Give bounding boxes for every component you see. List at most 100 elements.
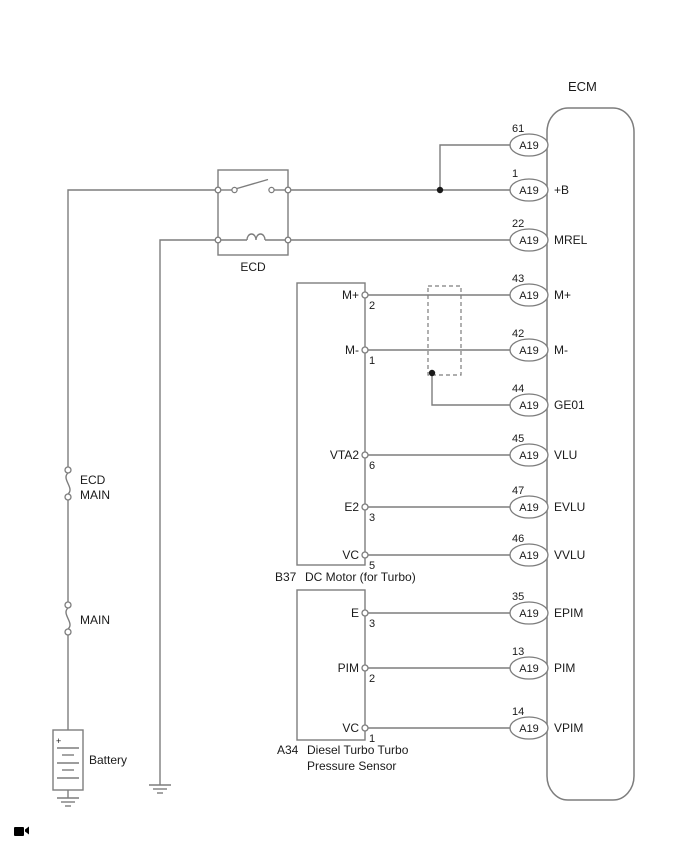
wires: [67, 144, 513, 798]
motor-pin-number: 3: [369, 512, 375, 524]
motor-pin-terminal: [361, 503, 369, 511]
ecm-pin-oval: [509, 601, 549, 625]
ecm-pin: 46 A19 VVLU: [509, 533, 585, 567]
ecm-pin-signal: +B: [554, 183, 569, 197]
sensor-pin-name: E: [351, 606, 359, 620]
fuse-terminal: [64, 493, 72, 501]
ecm-pin: 47 A19 EVLU: [509, 485, 585, 519]
motor-pin-number: 1: [369, 355, 375, 367]
ecm-pin-oval: [509, 133, 549, 157]
ecm-pin-number: 45: [512, 433, 524, 445]
relay-terminal: [214, 186, 222, 194]
ecm-pin-oval: [509, 393, 549, 417]
motor-pin-terminal: [361, 291, 369, 299]
fuse-label: ECD: [80, 473, 106, 487]
battery-outline: [52, 729, 84, 791]
ecm-pin-oval: [509, 716, 549, 740]
fuse-element: [65, 472, 71, 495]
video-camera-body: [14, 827, 24, 836]
ecm-pin-signal: EVLU: [554, 500, 585, 514]
dc-motor-outline: [296, 282, 366, 566]
motor-pin: M+ 2: [342, 288, 375, 312]
motor-pin-number: 5: [369, 560, 375, 572]
pressure-sensor-code: A34: [277, 743, 299, 757]
ecm-pin: 35 A19 EPIM: [509, 591, 583, 625]
sensor-pin: E 3: [351, 606, 375, 630]
sensor-pin-terminal: [361, 664, 369, 672]
sensor-pin-terminal: [361, 609, 369, 617]
ecm-pin-connector: A19: [519, 608, 539, 620]
pressure-sensor-name: Pressure Sensor: [307, 759, 396, 773]
battery-label: Battery: [89, 753, 127, 767]
sensor-pin: PIM 2: [338, 661, 375, 685]
ecm-pin-oval: [509, 228, 549, 252]
ecm-pin-number: 14: [512, 706, 524, 718]
ecm-pin-oval: [509, 283, 549, 307]
ecm-pin: 14 A19 VPIM: [509, 706, 583, 740]
relay-switch-blade: [236, 178, 269, 190]
ecm-pin: 13 A19 PIM: [509, 646, 575, 680]
ground-symbol-battery: [57, 797, 79, 807]
ecm-pin-number: 42: [512, 328, 524, 340]
ecm-pin: 22 A19 MREL: [509, 218, 588, 252]
motor-pin: E2 3: [344, 500, 375, 524]
ecm-pin: 45 A19 VLU: [509, 433, 577, 467]
relay-label: ECD: [240, 260, 266, 274]
motor-pin-number: 2: [369, 300, 375, 312]
ecm-pin-number: 46: [512, 533, 524, 545]
ecm: ECM 61 A19 1 A19 +B 22 A19 MREL 43 A19 M…: [509, 79, 635, 801]
ecm-pin-connector: A19: [519, 723, 539, 735]
fuse-terminal: [64, 466, 72, 474]
fuse-terminal: [64, 601, 72, 609]
motor-pin: VTA2 6: [330, 448, 375, 472]
ecm-pin-connector: A19: [519, 550, 539, 562]
ecm-pin-connector: A19: [519, 502, 539, 514]
ecm-pin-connector: A19: [519, 235, 539, 247]
video-camera-icon[interactable]: [14, 826, 29, 837]
ecm-pin-connector: A19: [519, 345, 539, 357]
ecm-pin-connector: A19: [519, 290, 539, 302]
motor-pin-terminal: [361, 346, 369, 354]
motor-pin-name: M-: [345, 343, 359, 357]
ecm-pin-signal: GE01: [554, 398, 585, 412]
ecm-pin: 44 A19 GE01: [509, 383, 585, 417]
dc-motor: M+ 2 M- 1 VTA2 6 E2 3 VC 5 B37 DC Motor …: [275, 282, 416, 584]
sensor-pin-number: 3: [369, 618, 375, 630]
fusible-link-main: MAIN: [64, 601, 110, 636]
wire-coil-to-ground: [159, 239, 218, 785]
dc-motor-name: DC Motor (for Turbo): [305, 570, 416, 584]
fuse-element: [65, 607, 71, 630]
relay-contact: [231, 186, 238, 194]
fuse-label: MAIN: [80, 488, 110, 502]
ecm-pin-number: 1: [512, 168, 518, 180]
dc-motor-code: B37: [275, 570, 297, 584]
ecm-pin-number: 43: [512, 273, 524, 285]
ecm-pin-connector: A19: [519, 185, 539, 197]
shield-junction-dot: [428, 369, 436, 377]
ecm-pin-signal: EPIM: [554, 606, 583, 620]
relay-terminal: [284, 236, 292, 244]
ecm-pin-signal: VVLU: [554, 548, 585, 562]
ecm-pin-oval: [509, 495, 549, 519]
video-camera-lens: [25, 826, 29, 835]
battery: + Battery: [52, 729, 127, 791]
motor-pin-name: M+: [342, 288, 359, 302]
motor-pin-number: 6: [369, 460, 375, 472]
ecm-pin-signal: M-: [554, 343, 568, 357]
pressure-sensor-name: Diesel Turbo Turbo: [307, 743, 409, 757]
ecm-pin: 1 A19 +B: [509, 168, 569, 202]
ecm-pin-connector: A19: [519, 400, 539, 412]
ecm-pin: 61 A19: [509, 123, 549, 157]
motor-pin: M- 1: [345, 343, 375, 367]
motor-pin-name: VC: [342, 548, 359, 562]
ecm-pin-signal: PIM: [554, 661, 575, 675]
motor-pin-terminal: [361, 451, 369, 459]
relay-outline: [217, 169, 289, 256]
ecm-pin-signal: VPIM: [554, 721, 583, 735]
ecm-pin-signal: MREL: [554, 233, 588, 247]
ecm-pin-number: 61: [512, 123, 524, 135]
relay-terminal: [284, 186, 292, 194]
fuse-terminal: [64, 628, 72, 636]
shield-outline: [427, 285, 462, 376]
relay-coil: [246, 233, 266, 241]
